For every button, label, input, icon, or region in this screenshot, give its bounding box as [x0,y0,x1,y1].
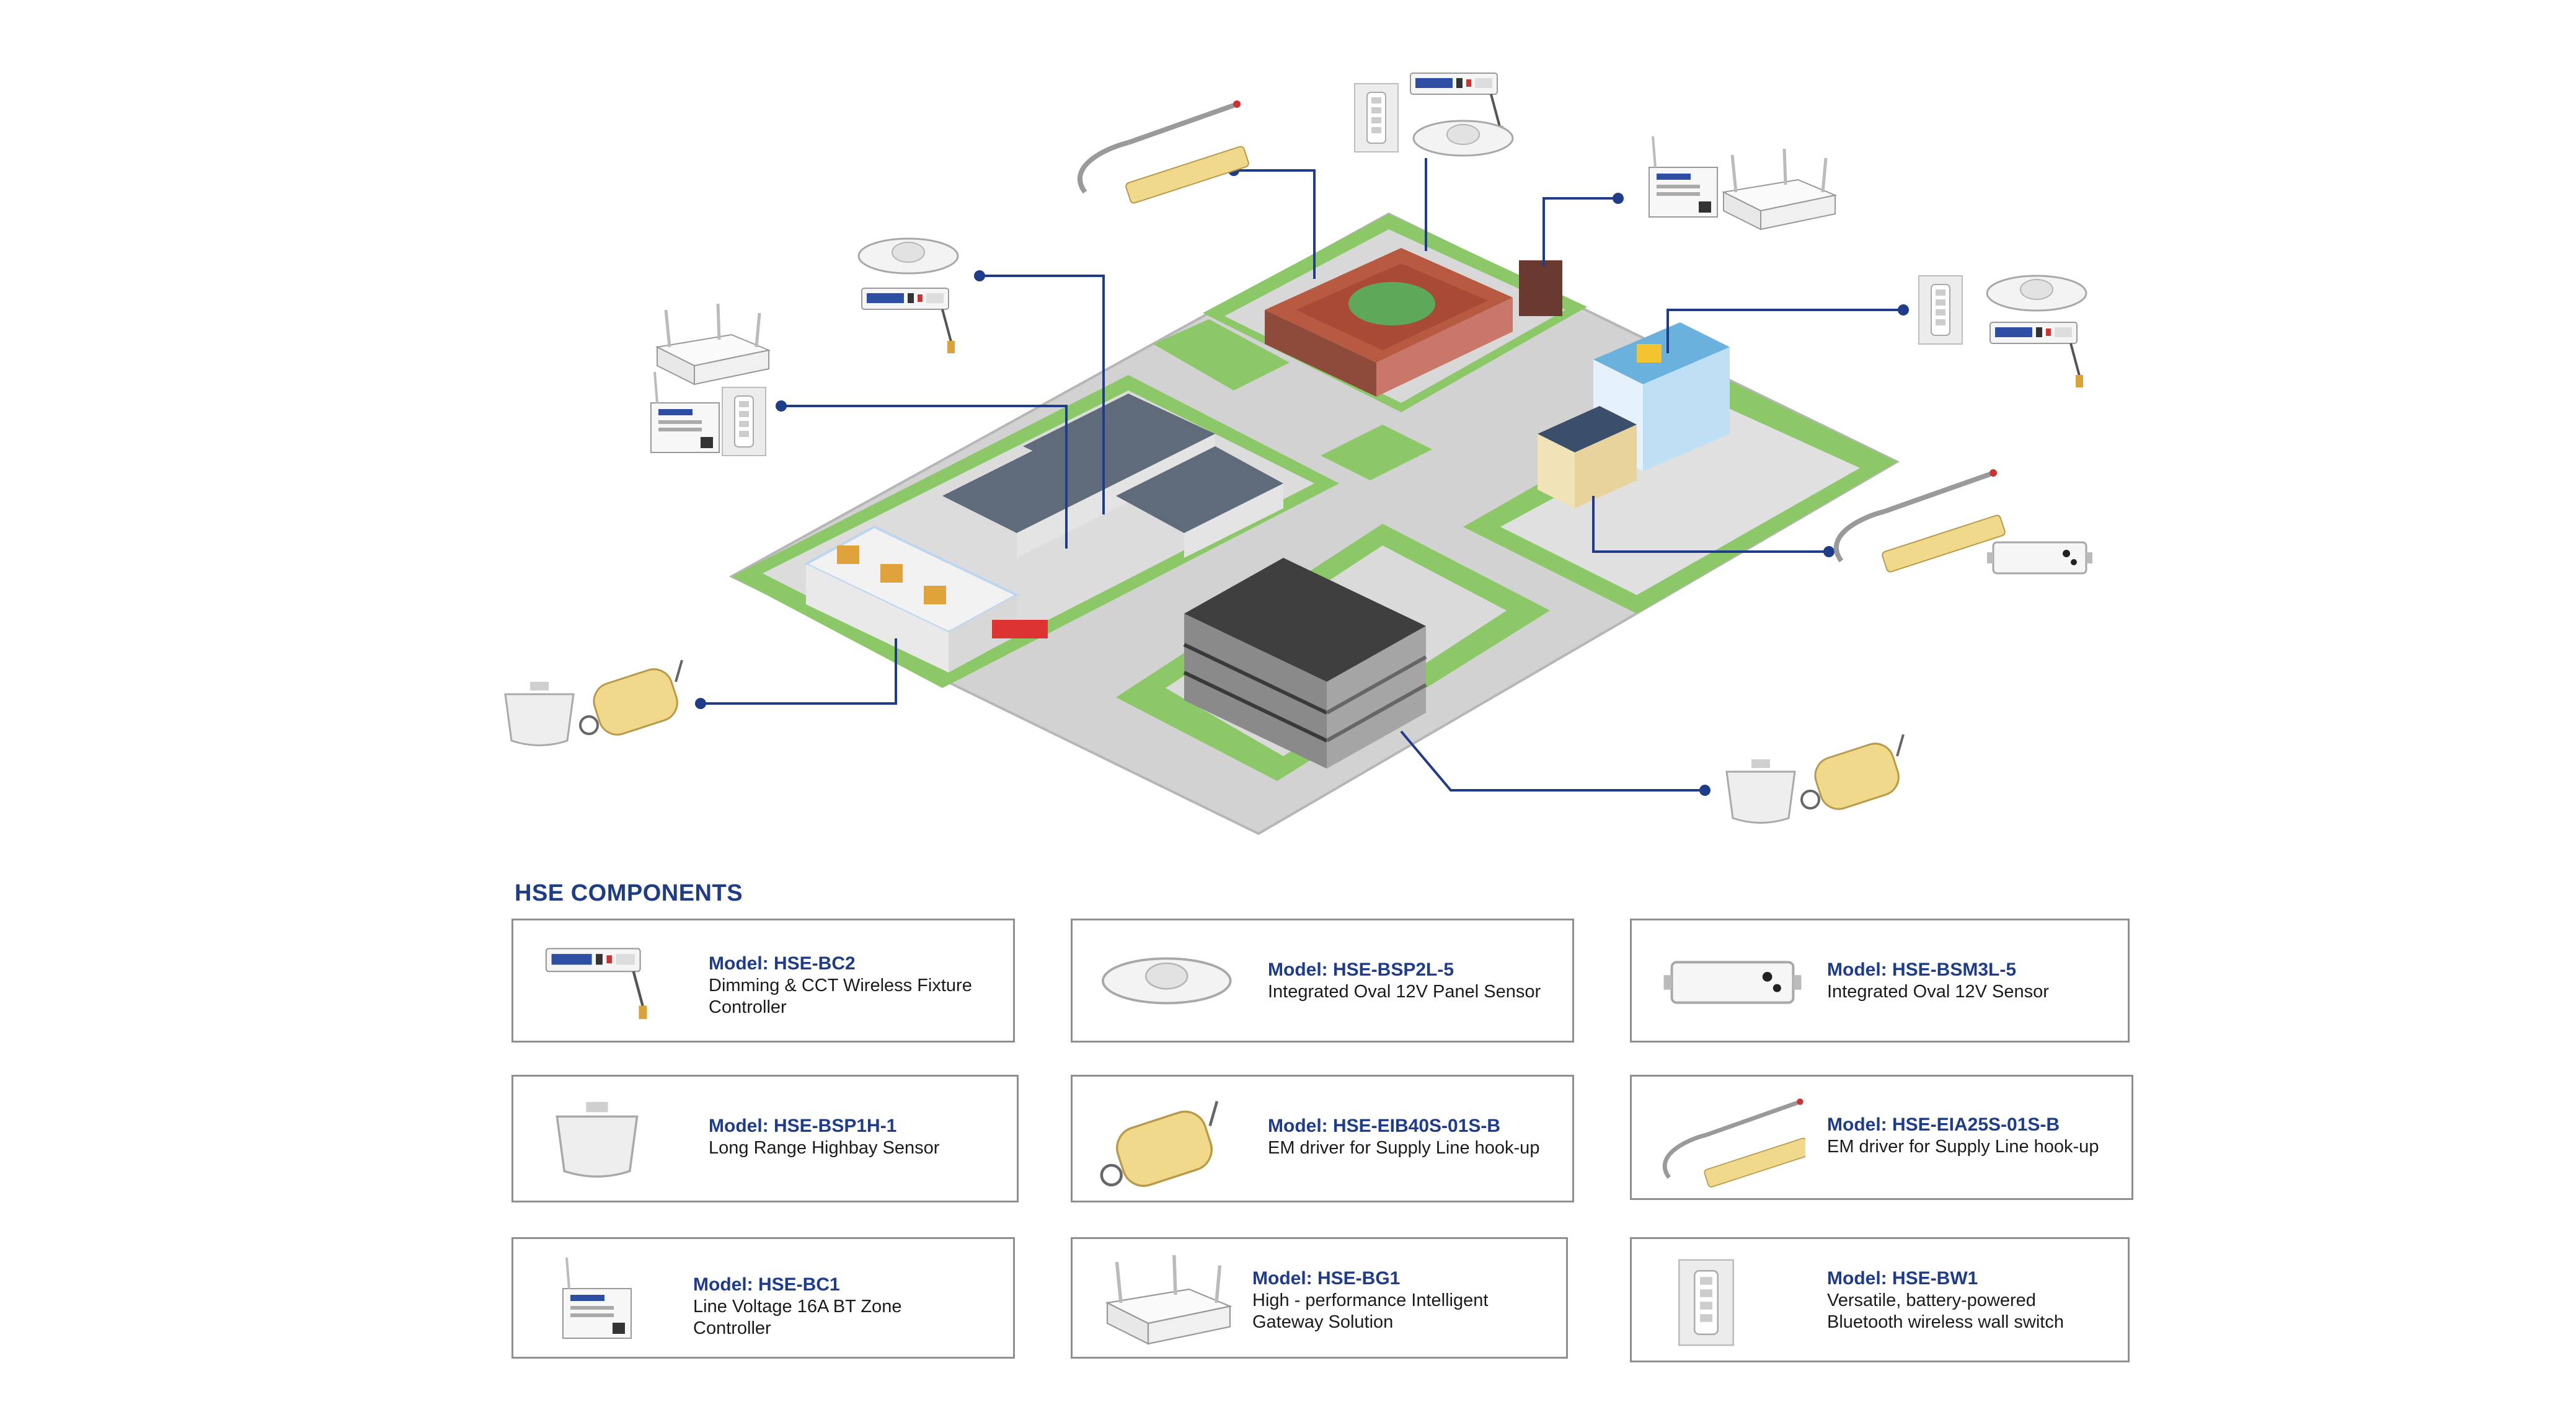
map-zone-controller-icon [1648,135,1719,218]
component-card-hse-bw1: Model: HSE-BW1 Versatile, battery-powere… [1630,1237,2130,1362]
map-oval-panel-sensor-icon-2 [857,237,959,275]
component-description: High - performance Intelligent Gateway S… [1252,1290,1489,1332]
component-model: Model: HSE-BW1 [1827,1268,1978,1289]
component-card-hse-eib40s-01s-b: Model: HSE-EIB40S-01S-B EM driver for Su… [1071,1075,1574,1202]
component-model: Model: HSE-EIA25S-01S-B [1827,1114,2060,1135]
component-model: Model: HSE-BC2 [709,953,856,974]
component-model: Model: HSE-BSP1H-1 [709,1116,897,1136]
oval-panel-sensor-icon [1102,957,1232,1005]
component-card-hse-bsm3l-5: Model: HSE-BSM3L-5 Integrated Oval 12V S… [1630,919,2130,1043]
map-wall-switch-icon [1354,83,1399,152]
map-gateway-icon [1724,149,1835,229]
component-description: Integrated Oval 12V Panel Sensor [1268,982,1541,1002]
map-oval-sensor-icon [1986,541,2094,575]
component-model: Model: HSE-EIB40S-01S-B [1268,1116,1501,1136]
map-em-driver-yellow-icon [579,659,684,741]
component-description: Long Range Highbay Sensor [709,1138,940,1158]
school-building [1265,248,1562,397]
map-linear-driver-icon [1080,100,1249,204]
map-fixture-controller-icon-2 [861,287,956,355]
component-card-hse-eia25s-01s-b: Model: HSE-EIA25S-01S-B EM driver for Su… [1630,1075,2133,1200]
component-model: Model: HSE-BG1 [1252,1268,1401,1289]
highbay-sensor-icon [555,1101,639,1178]
map-gateway-icon-2 [657,304,769,384]
component-description: Integrated Oval 12V Sensor [1827,982,2049,1002]
component-card-hse-bsp2l-5: Model: HSE-BSP2L-5 Integrated Oval 12V P… [1071,919,1574,1043]
component-card-hse-bsp1h-1: Model: HSE-BSP1H-1 Long Range Highbay Se… [511,1075,1019,1202]
component-model: Model: HSE-BC1 [693,1274,840,1295]
wall-switch-icon [1678,1259,1734,1346]
page-title: HSE COMPONENTS [515,880,743,906]
component-description: EM driver for Supply Line hook-up [1827,1137,2099,1157]
connector-lines [701,158,1903,792]
map-highbay-sensor-icon [504,681,575,746]
map-zone-controller-icon-2 [650,371,720,454]
em-driver-yellow-icon [1097,1092,1228,1191]
map-oval-panel-sensor-icon [1412,120,1514,157]
component-description: EM driver for Supply Line hook-up [1268,1138,1540,1158]
gateway-icon [1100,1251,1237,1347]
hospital-building [1538,322,1730,508]
component-model: Model: HSE-BSP2L-5 [1268,959,1454,980]
map-wall-switch-icon-2 [722,387,766,456]
zone-controller-icon [562,1256,632,1339]
component-description: Dimming & CCT Wireless Fixture Controlle… [709,976,972,1017]
component-card-hse-bc2: Model: HSE-BC2 Dimming & CCT Wireless Fi… [511,919,1015,1043]
map-em-driver-yellow-icon-2 [1800,733,1905,815]
fixture-controller-icon [532,945,675,1026]
component-description: Versatile, battery-powered Bluetooth wir… [1827,1290,2064,1332]
map-oval-panel-sensor-icon-3 [1986,275,2087,312]
component-card-hse-bc1: Model: HSE-BC1 Line Voltage 16A BT Zone … [511,1237,1015,1359]
component-description: Line Voltage 16A BT Zone Controller [693,1297,902,1338]
oval-sensor-icon [1662,961,1803,1004]
map-highbay-sensor-icon-2 [1725,758,1796,824]
component-model: Model: HSE-BSM3L-5 [1827,959,2017,980]
map-fixture-controller-icon-3 [1989,321,2084,389]
em-driver-linear-icon [1650,1089,1805,1191]
map-linear-driver-icon-2 [1836,469,2006,573]
component-card-hse-bg1: Model: HSE-BG1 High - performance Intell… [1071,1237,1568,1359]
parking-garage [1183,558,1427,769]
map-wall-switch-icon-3 [1918,275,1963,345]
